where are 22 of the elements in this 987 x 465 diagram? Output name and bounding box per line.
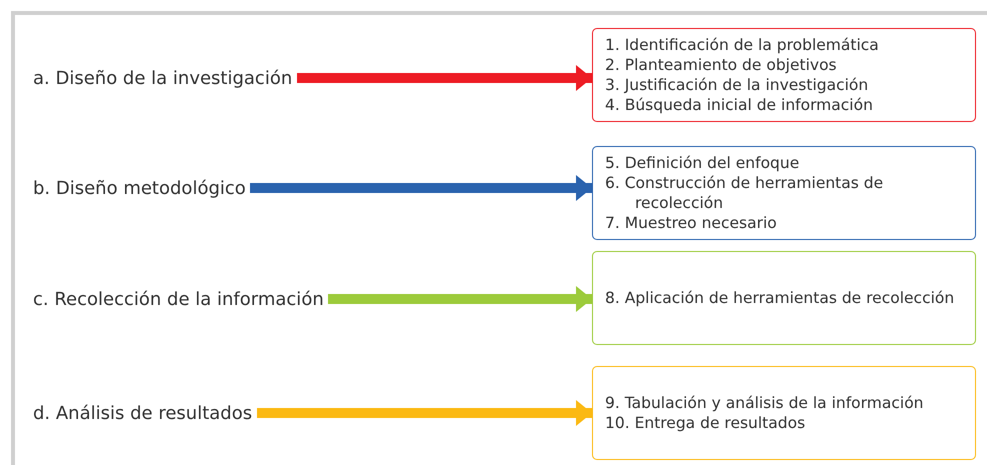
step-label: a. Diseño de la investigación (33, 58, 363, 98)
list-item: 6. Construcción de herramientas de recolección (605, 173, 884, 213)
list-item: 1. Identificación de la problemática (605, 35, 880, 55)
list-item: 10. Entrega de resultados (605, 413, 806, 433)
list-item: 4. Búsqueda inicial de información (605, 95, 874, 115)
list-item: 8. Aplicación de herramientas de recolección (605, 288, 955, 308)
arrow (297, 65, 592, 91)
task-list-box (592, 28, 976, 122)
list-item: 7. Muestreo necesario (605, 213, 778, 233)
list-item: 9. Tabulación y análisis de la información (605, 393, 924, 413)
list-item: 5. Definición del enfoque (605, 153, 800, 173)
step-label: b. Diseño metodológico (33, 168, 363, 208)
step-label: c. Recolección de la información (33, 279, 363, 319)
list-item: 2. Planteamiento de objetivos (605, 55, 838, 75)
task-list-box (592, 146, 976, 240)
arrow (328, 286, 592, 312)
task-list-box (592, 366, 976, 460)
arrow (250, 175, 592, 201)
step-label: d. Análisis de resultados (33, 393, 363, 433)
task-list-box (592, 251, 976, 345)
arrow (257, 400, 592, 426)
list-item: 3. Justificación de la investigación (605, 75, 870, 95)
